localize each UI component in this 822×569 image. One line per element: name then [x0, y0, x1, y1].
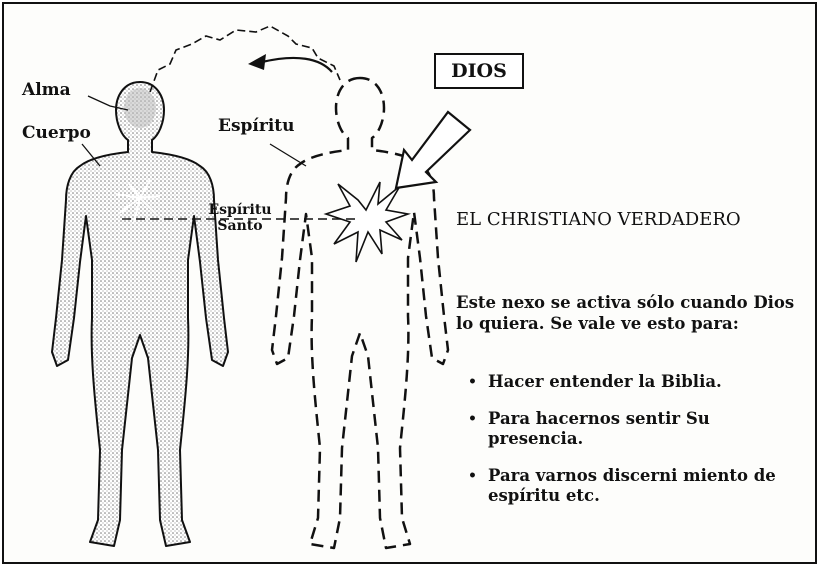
arc-arrowhead	[248, 54, 266, 70]
alma-label: Alma	[22, 82, 71, 99]
dios-box: DIOS	[434, 53, 524, 89]
dios-arrow	[396, 112, 470, 188]
human-figure-solid	[52, 82, 228, 546]
list-item: • Hacer entender la Biblia.	[466, 372, 806, 392]
diagram-heading: EL CHRISTIANO VERDADERO	[456, 209, 741, 230]
bullet-icon: •	[468, 466, 477, 486]
list-item-text: Para varnos discerni miento de espíritu …	[488, 466, 776, 505]
soul-shading	[124, 88, 156, 128]
espiritu-santo-line2: Santo	[208, 218, 272, 234]
espiritu-santo-line1: Espíritu	[208, 202, 272, 218]
bullet-icon: •	[468, 372, 477, 392]
espiritu-label: Espíritu	[218, 118, 295, 135]
spark-right	[326, 182, 408, 262]
cuerpo-label: Cuerpo	[22, 125, 91, 142]
list-item-text: Hacer entender la Biblia.	[488, 372, 722, 391]
purpose-list: • Hacer entender la Biblia. • Para hacerno…	[466, 372, 806, 523]
description-paragraph: Este nexo se activa sólo cuando Dios lo …	[456, 292, 806, 334]
list-item: • Para hacernos sentir Su presencia.	[466, 409, 806, 449]
list-item-text: Para hacernos sentir Su presencia.	[488, 409, 710, 448]
bullet-icon: •	[468, 409, 477, 429]
list-item: • Para varnos discerni miento de espíritu…	[466, 466, 806, 506]
espiritu-santo-label: Espíritu Santo	[208, 202, 272, 234]
espiritu-leader-line	[270, 144, 306, 166]
